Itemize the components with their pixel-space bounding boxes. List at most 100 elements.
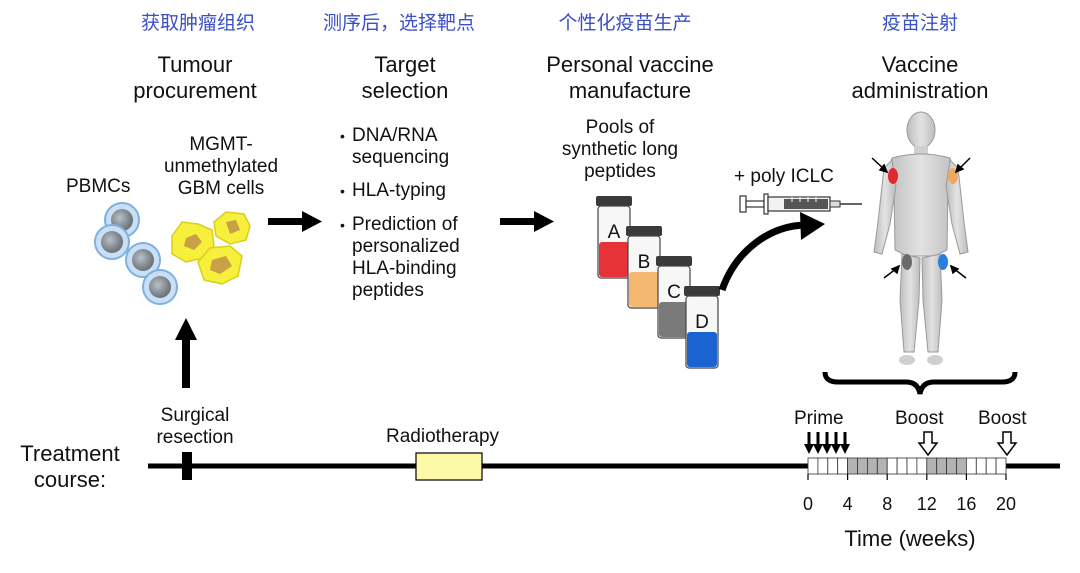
bullet-dot: • <box>340 183 345 199</box>
pbmc-cell <box>142 269 178 305</box>
prime-arrow <box>831 432 841 454</box>
week-cell <box>916 457 928 475</box>
week-cell <box>985 457 997 475</box>
selection-item-line: personalized <box>352 236 460 257</box>
administration-brace <box>822 371 1018 395</box>
boost-arrow-1 <box>917 431 939 457</box>
week-cell <box>956 457 967 475</box>
gbm-label-line1: MGMT- <box>189 134 253 155</box>
week-schedule-grid <box>807 457 1007 475</box>
selection-item-prediction: • Prediction of personalized HLA-binding… <box>340 214 460 302</box>
gbm-label-line2: unmethylated <box>163 156 279 177</box>
week-cell <box>926 457 938 475</box>
prime-arrow <box>822 432 832 454</box>
gbm-cells-label: MGMT- unmethylated GBM cells <box>146 134 296 200</box>
tick-label: 8 <box>882 494 892 514</box>
pbmc-cells <box>94 202 178 305</box>
tick-label: 12 <box>917 494 937 514</box>
vial-d: D <box>684 286 720 369</box>
surgery-line1: Surgical <box>160 405 230 426</box>
stage-2-chinese-title: 测序后，选择靶点 <box>322 12 475 34</box>
stage-4-chinese-title: 疫苗注射 <box>881 12 958 34</box>
pbmc-cell <box>94 224 130 260</box>
prime-arrow <box>840 432 850 454</box>
vial-letter: C <box>667 282 681 303</box>
gbm-cell <box>213 211 251 245</box>
week-cell <box>896 457 908 475</box>
vial-b: B <box>626 226 662 309</box>
boost-label-1: Boost <box>895 408 944 429</box>
vial-a: A <box>596 196 632 279</box>
treatment-course-label: Treatment course: <box>10 441 130 493</box>
radiotherapy-label: Radiotherapy <box>386 426 500 447</box>
injection-arrows <box>871 157 971 279</box>
selection-item-line: DNA/RNA <box>352 125 438 146</box>
vial-letter: A <box>608 222 621 243</box>
selection-item-line: HLA-typing <box>352 180 446 201</box>
stage-3-chinese-title: 个性化疫苗生产 <box>558 12 692 34</box>
prime-arrow <box>804 432 814 454</box>
tick-label: 20 <box>996 494 1016 514</box>
time-axis-label: Time (weeks) <box>844 526 976 551</box>
gbm-label-line3: GBM cells <box>177 178 265 199</box>
tick-label: 0 <box>803 494 813 514</box>
stage-4-title-line1: Vaccine <box>881 52 959 77</box>
week-cell <box>975 457 987 475</box>
pbmc-cell <box>125 242 161 278</box>
selection-item-hla-typing: • HLA-typing <box>340 180 446 202</box>
injection-site-left-arm <box>888 168 898 184</box>
pools-line1: Pools of <box>585 117 655 138</box>
tick-label: 4 <box>843 494 853 514</box>
selection-item-line: sequencing <box>352 147 450 168</box>
vial-letter: D <box>695 312 709 333</box>
injection-site-left-thigh <box>902 254 912 270</box>
prime-arrow <box>813 432 823 454</box>
week-cell <box>857 457 868 475</box>
stage-3-title-line1: Personal vaccine <box>546 52 714 77</box>
syringe-icon <box>739 193 862 215</box>
selection-item-line: HLA-binding <box>352 258 457 279</box>
week-cell <box>867 457 878 475</box>
gbm-cell <box>171 221 215 263</box>
right-arrow-2 <box>500 211 554 232</box>
gbm-cell <box>197 245 243 285</box>
week-cell <box>876 457 888 475</box>
right-arrow-1 <box>268 211 322 232</box>
selection-item-line: Prediction of <box>352 214 458 235</box>
stage-4-title-line2: administration <box>851 78 989 103</box>
week-cell <box>946 457 957 475</box>
course-line1: Treatment <box>20 441 120 466</box>
week-cell <box>817 457 829 475</box>
week-cell <box>906 457 918 475</box>
stage-2-title-line2: selection <box>361 78 449 103</box>
radiotherapy-bar <box>415 452 483 481</box>
prime-label: Prime <box>794 408 844 429</box>
vial-letter: B <box>638 252 651 273</box>
prime-arrows <box>804 432 850 454</box>
selection-item-sequencing: • DNA/RNA sequencing <box>340 125 450 169</box>
boost-arrow-2 <box>996 431 1018 457</box>
bullet-dot: • <box>340 128 345 144</box>
boost-label-2: Boost <box>978 408 1027 429</box>
stage-1-title: Tumour procurement <box>100 52 290 104</box>
week-cell <box>936 457 948 475</box>
stage-3-title: Personal vaccine manufacture <box>520 52 740 104</box>
bullet-dot: • <box>340 217 345 233</box>
week-cell <box>966 457 977 475</box>
adjuvant-label: + poly ICLC <box>734 166 834 187</box>
week-cell <box>847 457 858 475</box>
stage-2-title: Target selection <box>320 52 490 104</box>
course-line2: course: <box>33 467 107 492</box>
pools-line2: synthetic long <box>561 139 679 160</box>
stage-2-title-line1: Target <box>374 52 436 77</box>
selection-item-line: peptides <box>352 280 424 301</box>
week-cell <box>995 457 1007 475</box>
gbm-cells <box>171 211 251 285</box>
stage-1-title-line1: Tumour <box>157 52 233 77</box>
week-cell <box>886 457 898 475</box>
surgery-marker <box>182 452 192 480</box>
stage-1-title-line2: procurement <box>133 78 257 103</box>
